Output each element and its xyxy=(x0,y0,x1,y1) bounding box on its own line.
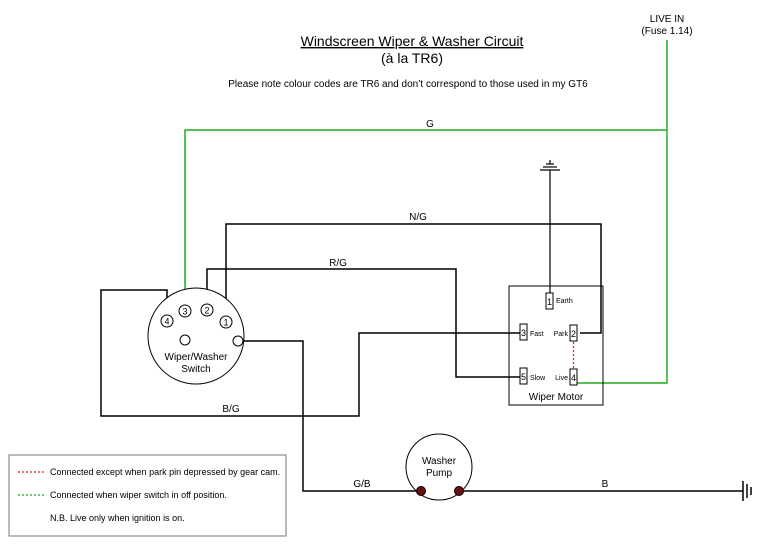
pump-terminal-right xyxy=(454,486,464,496)
svg-text:4: 4 xyxy=(164,317,169,327)
diagram-subtitle: (à la TR6) xyxy=(381,50,443,66)
wire-ng xyxy=(225,223,602,334)
live-in-fuse-label: (Fuse 1.14) xyxy=(641,26,692,37)
switch-contact-washer xyxy=(232,335,244,347)
svg-text:3: 3 xyxy=(182,307,187,317)
svg-text:2: 2 xyxy=(571,329,576,339)
washer-pump xyxy=(405,433,473,501)
svg-text:1: 1 xyxy=(223,318,228,328)
switch-label-2: Switch xyxy=(181,364,210,375)
switch-pin-4: 4 xyxy=(160,314,174,328)
wire-label-gb: G/B xyxy=(353,479,371,490)
svg-text:Park: Park xyxy=(554,331,569,338)
svg-text:Fast: Fast xyxy=(530,331,544,338)
live-in-label: LIVE IN xyxy=(650,14,684,25)
earth-symbol-motor xyxy=(540,160,560,293)
svg-text:1: 1 xyxy=(547,297,552,307)
legend-green-text: Connected when wiper switch in off posit… xyxy=(50,490,227,500)
washer-pump-label-2: Pump xyxy=(426,468,453,479)
wiper-motor-box xyxy=(508,285,604,406)
motor-terminal-live: 4 Live xyxy=(555,368,578,386)
motor-terminal-earth: 1 Earth xyxy=(545,292,573,310)
legend-note: N.B. Live only when ignition is on. xyxy=(50,513,185,523)
switch-pin-3: 3 xyxy=(178,304,192,318)
wiper-washer-switch xyxy=(147,287,245,385)
switch-label: Wiper/Washer xyxy=(165,352,229,363)
wire-bg xyxy=(100,289,520,417)
svg-text:3: 3 xyxy=(521,328,526,338)
svg-text:Slow: Slow xyxy=(530,375,546,382)
earth-symbol-pump xyxy=(742,481,752,501)
svg-text:Live: Live xyxy=(555,375,568,382)
wire-label-bg: B/G xyxy=(222,404,239,415)
washer-pump-label: Washer xyxy=(422,456,457,467)
switch-contact-left xyxy=(179,334,191,346)
wire-label-rg: R/G xyxy=(329,258,347,269)
legend: Connected except when park pin depressed… xyxy=(8,454,287,537)
wire-label-g: G xyxy=(426,119,434,130)
svg-text:4: 4 xyxy=(571,373,576,383)
motor-terminal-slow: 5 Slow xyxy=(519,367,546,385)
diagram-title: Windscreen Wiper & Washer Circuit xyxy=(301,33,524,49)
wire-label-b: B xyxy=(602,479,609,490)
pump-terminal-left xyxy=(416,486,426,496)
wire-label-ng: N/G xyxy=(409,212,427,223)
wiper-motor-label: Wiper Motor xyxy=(529,392,584,403)
switch-pin-1: 1 xyxy=(219,315,233,329)
svg-text:2: 2 xyxy=(204,306,209,316)
motor-terminal-fast: 3 Fast xyxy=(519,323,544,341)
wire-rg xyxy=(206,268,520,378)
switch-pin-2: 2 xyxy=(200,303,214,317)
diagram-note: Please note colour codes are TR6 and don… xyxy=(228,79,588,90)
wire-gb xyxy=(242,340,420,492)
svg-text:Earth: Earth xyxy=(556,298,573,305)
motor-terminal-park: 2 Park xyxy=(554,324,578,342)
legend-red-text: Connected except when park pin depressed… xyxy=(50,467,280,477)
svg-text:5: 5 xyxy=(521,372,526,382)
